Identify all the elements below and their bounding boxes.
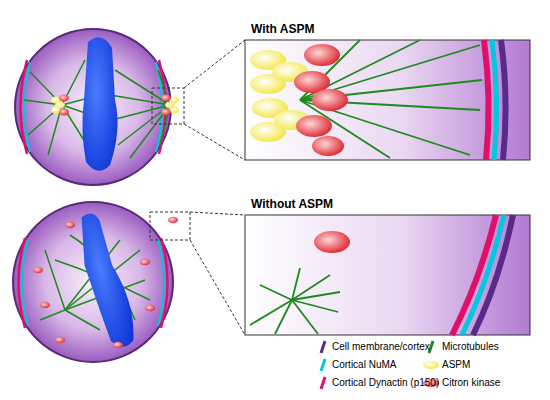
cell-without-aspm bbox=[13, 202, 245, 362]
legend-samples bbox=[321, 341, 439, 389]
panel-title: Without ASPM bbox=[251, 197, 333, 211]
zoom-panel: With ASPM bbox=[245, 40, 530, 160]
legend-label: Cortical NuMA bbox=[332, 359, 396, 370]
zoom-without-aspm bbox=[245, 215, 530, 335]
cell-with-aspm bbox=[15, 29, 245, 185]
legend-label: Microtubules bbox=[442, 341, 499, 352]
zoom-with-aspm bbox=[245, 40, 530, 160]
panel-title: With ASPM bbox=[251, 22, 314, 36]
zoom-panel: Without ASPM bbox=[245, 215, 530, 335]
legend-label: Citron kinase bbox=[442, 377, 500, 388]
legend-label: Cell membrane/cortex bbox=[332, 341, 430, 352]
legend-label: ASPM bbox=[442, 359, 470, 370]
legend-label: Cortical Dynactin (p150) bbox=[332, 377, 439, 388]
